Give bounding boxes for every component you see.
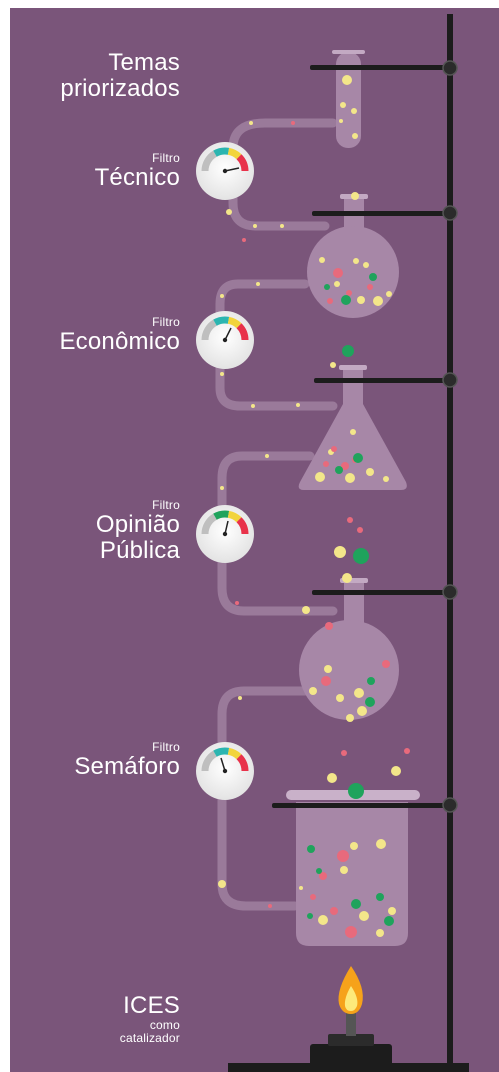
catalyst-subtitle: como — [149, 1018, 180, 1032]
filter-title: Técnico — [94, 164, 180, 191]
bubbles — [218, 75, 410, 938]
filter-title: Opinião — [95, 511, 180, 538]
filter-title: Semáforo — [74, 753, 180, 780]
glassware — [286, 50, 420, 946]
filter-prefix: Filtro — [152, 740, 180, 754]
gauge-icon — [196, 742, 254, 800]
stage-filtro-opiniao-publica: Filtro Opinião Pública — [10, 499, 180, 564]
gauge-icon — [196, 142, 254, 200]
gauge-icon — [196, 505, 254, 563]
stage-filtro-semaforo: Filtro Semáforo — [10, 741, 180, 780]
gauge-icon — [196, 311, 254, 369]
catalyst-label: ICES como catalizador — [10, 993, 180, 1045]
stage-filtro-tecnico: Filtro Técnico — [10, 152, 180, 191]
round-flask-icon — [299, 578, 399, 720]
stage-title-line: Temas — [108, 49, 180, 76]
test-tube-icon — [336, 52, 361, 148]
beaker-icon — [286, 790, 420, 946]
filter-title: Econômico — [59, 328, 180, 355]
stage-title-line: priorizados — [60, 75, 180, 102]
flame-icon — [338, 966, 363, 1014]
round-flask-icon — [307, 194, 399, 318]
filter-title: Pública — [99, 537, 180, 564]
bunsen-burner-icon — [310, 966, 392, 1066]
catalyst-title: ICES — [123, 992, 180, 1019]
catalyst-subtitle: catalizador — [119, 1031, 180, 1045]
stage-temas-priorizados: Temas priorizados — [10, 50, 180, 102]
erlenmeyer-flask-icon — [298, 365, 407, 490]
infographic-panel: Temas priorizados Filtro Técnico Filtro … — [10, 8, 499, 1072]
lab-stand-icon — [228, 14, 469, 1072]
stage-filtro-economico: Filtro Econômico — [10, 316, 180, 355]
filter-prefix: Filtro — [152, 498, 180, 512]
filter-prefix: Filtro — [152, 315, 180, 329]
filter-prefix: Filtro — [152, 151, 180, 165]
lab-illustration — [196, 14, 469, 1072]
